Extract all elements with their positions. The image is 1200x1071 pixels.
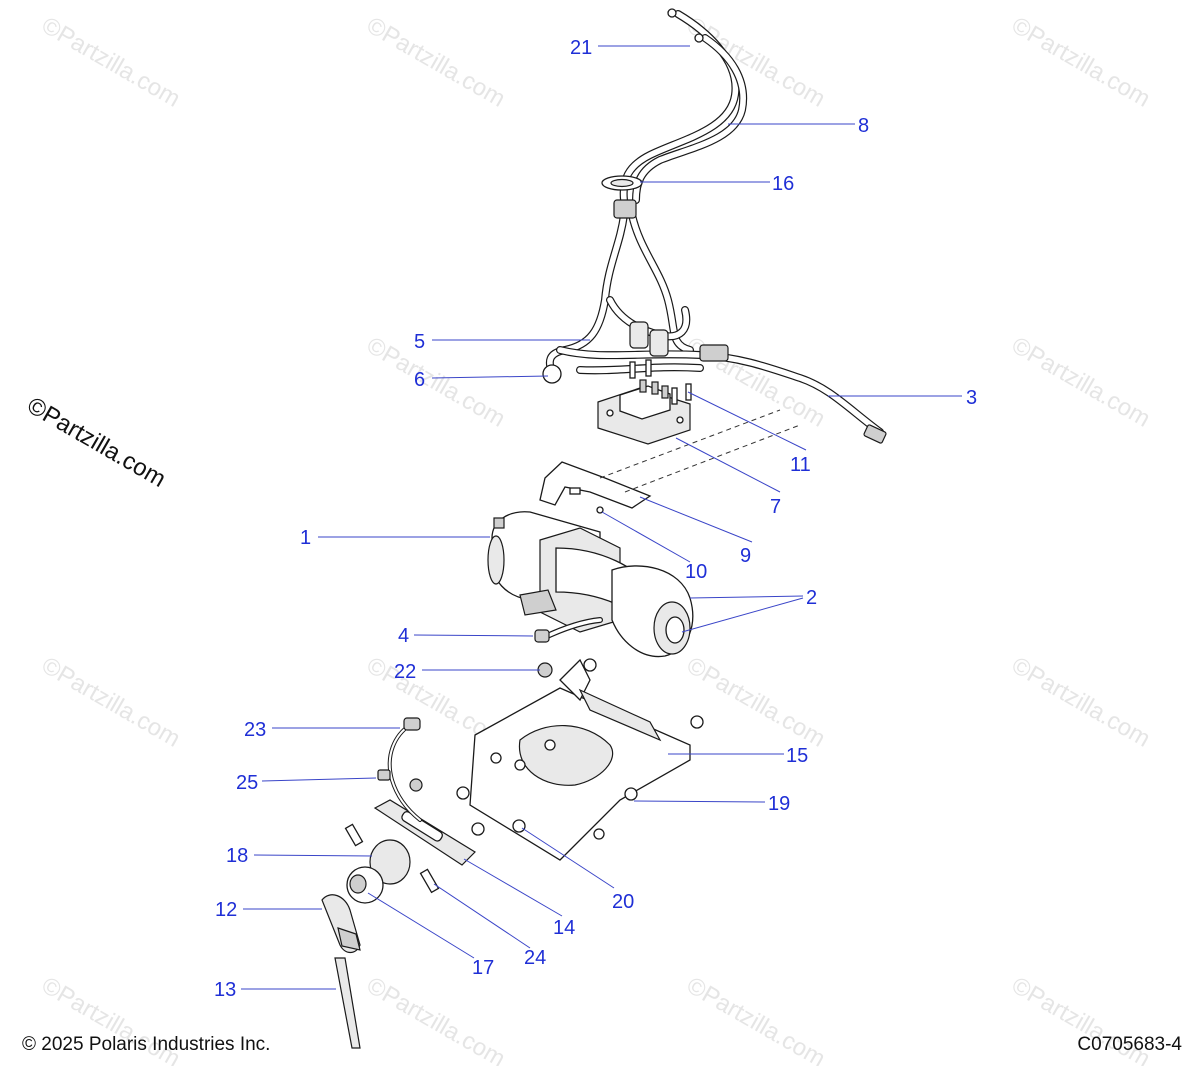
- watermark-text: ©Partzilla.com: [682, 652, 830, 753]
- callout-19: 19: [633, 793, 790, 815]
- callout-number: 6: [414, 369, 425, 391]
- callout-16: 16: [640, 173, 794, 195]
- callout-number: 3: [966, 387, 977, 409]
- callout-number: 25: [236, 772, 258, 794]
- watermark-text: ©Partzilla.com: [362, 972, 510, 1066]
- diagram-code: C0705683-4: [1077, 1034, 1182, 1055]
- callout-6: 6: [414, 369, 549, 391]
- leader-line: [433, 883, 531, 949]
- callout-9: 9: [639, 496, 753, 567]
- winch-mount-plate: [456, 658, 704, 861]
- callout-24: 24: [433, 883, 546, 969]
- callout-25: 25: [236, 772, 377, 794]
- callout-number: 17: [472, 957, 494, 979]
- callout-11: 11: [687, 391, 811, 476]
- callout-number: 5: [414, 331, 425, 353]
- callout-2: 2: [681, 587, 817, 633]
- leader-line: [367, 892, 475, 959]
- watermark-text: ©Partzilla.com: [1007, 332, 1155, 433]
- callout-5: 5: [414, 331, 590, 353]
- leader-line: [413, 634, 534, 637]
- leader-line: [431, 375, 549, 379]
- watermark-text: ©Partzilla.com: [1007, 12, 1155, 113]
- callout-22: 22: [394, 661, 540, 683]
- leader-line: [687, 391, 807, 451]
- leader-line: [463, 858, 563, 917]
- callout-number: 1: [300, 527, 311, 549]
- leader-line: [633, 800, 766, 803]
- watermark-text: ©Partzilla.com: [37, 12, 185, 113]
- leader-line: [689, 595, 804, 599]
- wiring-harness: [542, 8, 887, 444]
- watermark-text: ©Partzilla.com: [682, 12, 830, 113]
- callout-7: 7: [675, 437, 781, 518]
- callout-number: 23: [244, 719, 266, 741]
- callout-1: 1: [300, 527, 490, 549]
- callout-number: 20: [612, 891, 634, 913]
- callout-number: 16: [772, 173, 794, 195]
- callout-number: 11: [790, 454, 811, 476]
- winch-assembly: [487, 511, 694, 658]
- callout-17: 17: [367, 892, 494, 979]
- callout-number: 8: [858, 115, 869, 137]
- callout-4: 4: [398, 625, 534, 647]
- watermark-text: ©Partzilla.com: [682, 972, 830, 1066]
- watermark-text: ©Partzilla.com: [362, 332, 510, 433]
- callout-number: 10: [685, 561, 707, 583]
- copyright-notice: © 2025 Polaris Industries Inc.: [22, 1034, 271, 1055]
- callout-3: 3: [828, 387, 977, 409]
- leader-line: [521, 827, 615, 889]
- callout-number: 9: [740, 545, 751, 567]
- watermark-text: ©Partzilla.com: [362, 12, 510, 113]
- callout-8: 8: [728, 115, 869, 137]
- callout-number: 2: [806, 587, 817, 609]
- callout-10: 10: [601, 511, 707, 583]
- leader-line: [639, 496, 753, 543]
- leader-line: [253, 854, 373, 857]
- callout-15: 15: [668, 745, 808, 767]
- callout-12: 12: [215, 899, 322, 921]
- callout-number: 21: [570, 37, 592, 59]
- leader-line: [601, 511, 691, 563]
- callout-number: 12: [215, 899, 237, 921]
- winch-contactor: [597, 359, 692, 445]
- callout-number: 22: [394, 661, 416, 683]
- callout-20: 20: [521, 827, 634, 913]
- callout-number: 15: [786, 745, 808, 767]
- callout-layer: 2181656311791012422231525191820141224171…: [214, 37, 977, 1001]
- callout-13: 13: [214, 979, 336, 1001]
- callout-number: 7: [770, 496, 781, 518]
- callout-21: 21: [570, 37, 690, 59]
- leader-line: [681, 597, 804, 633]
- contactor-bracket: [539, 409, 801, 514]
- watermark-text: ©Partzilla.com: [1007, 652, 1155, 753]
- callout-number: 13: [214, 979, 236, 1001]
- callout-number: 14: [553, 917, 575, 939]
- leader-line: [261, 777, 377, 782]
- callout-18: 18: [226, 845, 373, 867]
- watermark-text: ©Partzilla.com: [37, 652, 185, 753]
- callout-14: 14: [463, 858, 575, 939]
- callout-number: 19: [768, 793, 790, 815]
- fairlead-parts: [321, 717, 485, 1049]
- callout-23: 23: [244, 719, 400, 741]
- leader-line: [675, 437, 781, 493]
- callout-number: 4: [398, 625, 409, 647]
- callout-number: 18: [226, 845, 248, 867]
- callout-number: 24: [524, 947, 546, 969]
